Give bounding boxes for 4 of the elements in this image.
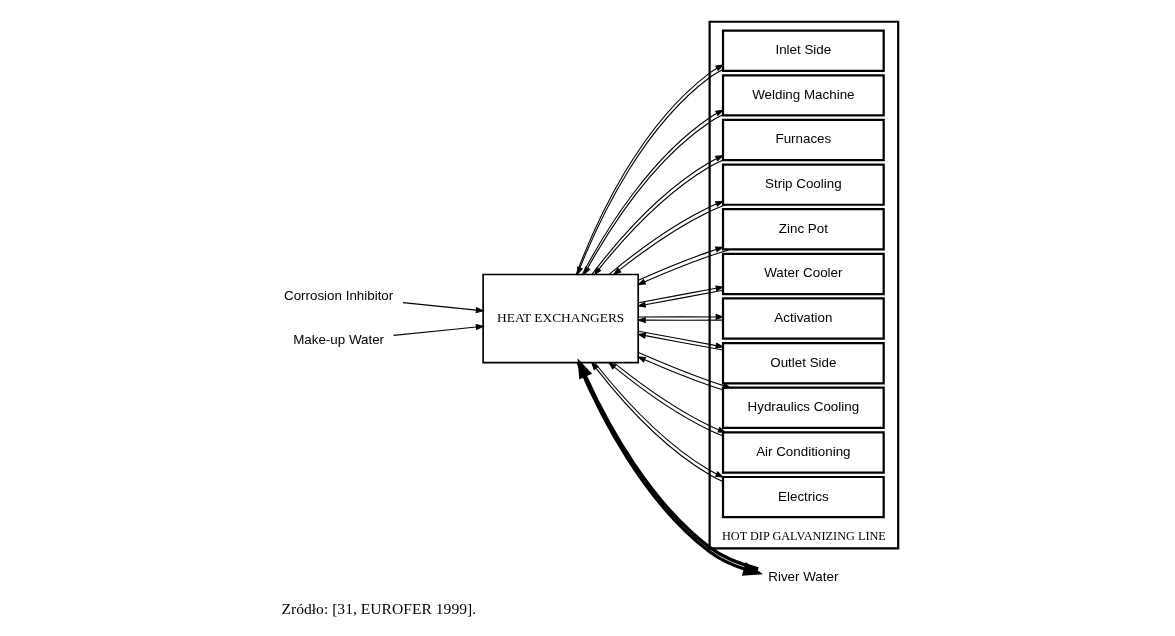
node-text: River Water — [767, 568, 838, 584]
node-text: Make-up Water — [292, 332, 384, 348]
caption: Zródło: [31, EUROFER 1999]. — [280, 600, 476, 618]
node-text: Corrosion Inhibitor — [283, 287, 393, 303]
